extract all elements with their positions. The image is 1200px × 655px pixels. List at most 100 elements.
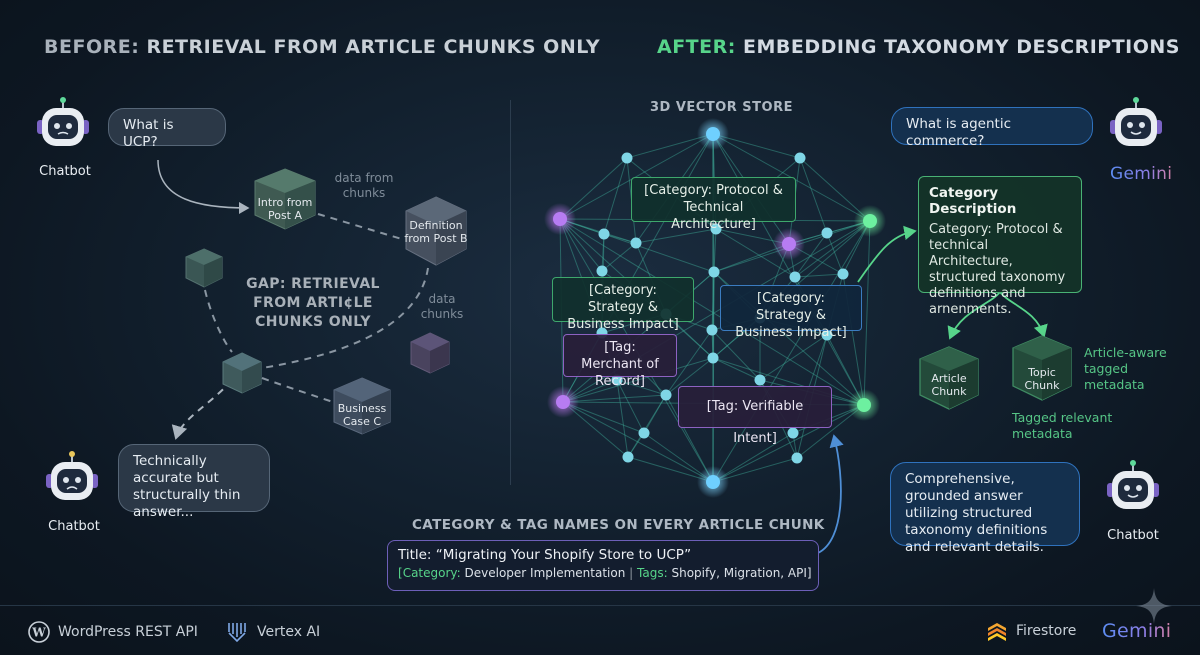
sparkle-icon xyxy=(1136,588,1172,624)
dashed-link-small xyxy=(204,289,233,353)
meta-category-value: Developer Implementation xyxy=(464,566,626,580)
question-arrow xyxy=(157,159,250,214)
network-node xyxy=(660,389,672,401)
meta-tags-key: Tags: xyxy=(637,566,668,580)
network-node xyxy=(821,329,833,341)
vertex-ai-icon xyxy=(228,623,246,643)
gemini-bot-label: Gemini xyxy=(1110,164,1173,184)
topic-chunk-label: Topic Chunk xyxy=(1024,366,1060,392)
network-node xyxy=(710,223,722,235)
network-link xyxy=(562,394,667,403)
description-to-article-arrow xyxy=(947,291,1001,340)
network-node xyxy=(794,152,806,164)
network-link xyxy=(603,233,637,244)
network-node xyxy=(863,214,877,228)
network-link xyxy=(712,357,761,381)
cube-post-a-label: Intro from Post A xyxy=(257,196,313,222)
network-node xyxy=(621,152,633,164)
dashed-link-a-b xyxy=(317,213,406,241)
category-strategy-right-box: [Category: Strategy & Business Impact] xyxy=(720,285,862,340)
network-link xyxy=(635,228,717,244)
network-link xyxy=(711,329,761,381)
robot-icon xyxy=(46,451,98,500)
meta-tags-value: Shopify, Migration, API] xyxy=(671,566,812,580)
robot-icon xyxy=(37,97,89,146)
network-node xyxy=(707,352,719,364)
network-link xyxy=(713,228,717,273)
category-tag-title: CATEGORY & TAG NAMES ON EVERY ARTICLE CH… xyxy=(412,517,825,533)
category-protocol-box: [Category: Protocol & Technical Architec… xyxy=(631,177,796,232)
network-link xyxy=(712,220,871,483)
network-link xyxy=(643,394,667,434)
network-node xyxy=(598,228,610,240)
network-node xyxy=(638,427,650,439)
network-node xyxy=(857,398,871,412)
network-link xyxy=(665,329,713,396)
article-title-text: Title: “Migrating Your Shopify Store to … xyxy=(398,547,692,563)
firestore-icon xyxy=(988,623,1006,641)
network-node xyxy=(789,271,801,283)
footer-vertex: Vertex AI xyxy=(225,620,320,644)
before-heading: BEFORE: RETRIEVAL FROM ARTICLE CHUNKS ON… xyxy=(44,36,600,58)
cube-icon xyxy=(185,248,223,288)
network-link xyxy=(712,404,865,483)
note-tagged-relevant: Tagged relevant metadata xyxy=(1012,410,1113,441)
cube-icon xyxy=(333,377,391,435)
store-to-description-arrow xyxy=(857,225,917,283)
article-title-box: Title: “Migrating Your Shopify Store to … xyxy=(387,540,819,591)
robot-icon xyxy=(1107,460,1159,509)
before-answer-text: Technically accurate but structurally th… xyxy=(133,453,241,520)
cube-icon xyxy=(405,196,467,266)
network-link xyxy=(665,394,714,483)
tag-verifiable-box: [Tag: Verifiable Intent] xyxy=(678,386,832,446)
after-answer-text: Comprehensive, grounded answer utilizing… xyxy=(905,471,1048,555)
network-node xyxy=(611,374,623,386)
network-link xyxy=(863,220,871,406)
network-node xyxy=(706,475,720,489)
footer-vertex-label: Vertex AI xyxy=(257,624,321,640)
vector-store-title: 3D VECTOR STORE xyxy=(650,100,793,115)
dashed-link-c xyxy=(261,377,337,404)
article-chunk-label: Article Chunk xyxy=(931,372,967,398)
dashed-link-b-c xyxy=(261,267,429,369)
note-article-aware: Article-aware tagged metadata xyxy=(1084,345,1167,392)
category-description-body: Category: Protocol & technical Architect… xyxy=(929,222,1066,317)
network-node xyxy=(837,268,849,280)
network-node xyxy=(782,237,796,251)
after-question-text: What is agentic commerce? xyxy=(906,116,1012,149)
after-answer-bubble: Comprehensive, grounded answer utilizing… xyxy=(890,462,1080,555)
network-link xyxy=(562,401,714,483)
wordpress-icon: W xyxy=(28,621,50,643)
footer-wordpress: W WordPress REST API xyxy=(28,621,198,643)
network-node xyxy=(708,266,720,278)
article-meta-line: [Category: Developer Implementation | Ta… xyxy=(398,566,812,580)
network-link xyxy=(799,157,828,234)
network-link xyxy=(616,379,645,434)
network-link xyxy=(715,228,796,278)
network-link xyxy=(616,379,629,458)
network-link xyxy=(603,157,628,235)
cube-icon xyxy=(222,352,262,394)
title-to-store-arrow xyxy=(817,434,844,554)
meta-open-bracket: [ xyxy=(398,566,403,580)
network-node xyxy=(706,324,718,336)
footer-divider xyxy=(0,605,1200,606)
network-node xyxy=(556,395,570,409)
network-link xyxy=(562,357,714,403)
network-link xyxy=(559,218,865,406)
after-question-bubble: What is agentic commerce? xyxy=(891,107,1093,149)
before-question-text: What is UCP? xyxy=(123,117,174,150)
network-link xyxy=(794,232,828,278)
robot-icon xyxy=(1110,97,1162,146)
note-data-chunks-1: data from chunks xyxy=(334,171,394,200)
svg-text:W: W xyxy=(31,626,46,640)
network-node xyxy=(754,374,766,386)
network-link xyxy=(712,271,715,483)
network-link xyxy=(712,357,865,406)
tag-merchant-box: [Tag: Merchant of Record] xyxy=(563,334,677,389)
chatbot-bottom-label: Chatbot xyxy=(48,519,100,534)
before-heading-main: RETRIEVAL FROM ARTICLE CHUNKS ONLY xyxy=(146,36,601,58)
footer-firestore: Firestore xyxy=(986,620,1076,642)
gap-label: GAP: RETRIEVAL FROM ARTI¢LE CHUNKS ONLY xyxy=(246,276,380,330)
network-node xyxy=(553,212,567,226)
